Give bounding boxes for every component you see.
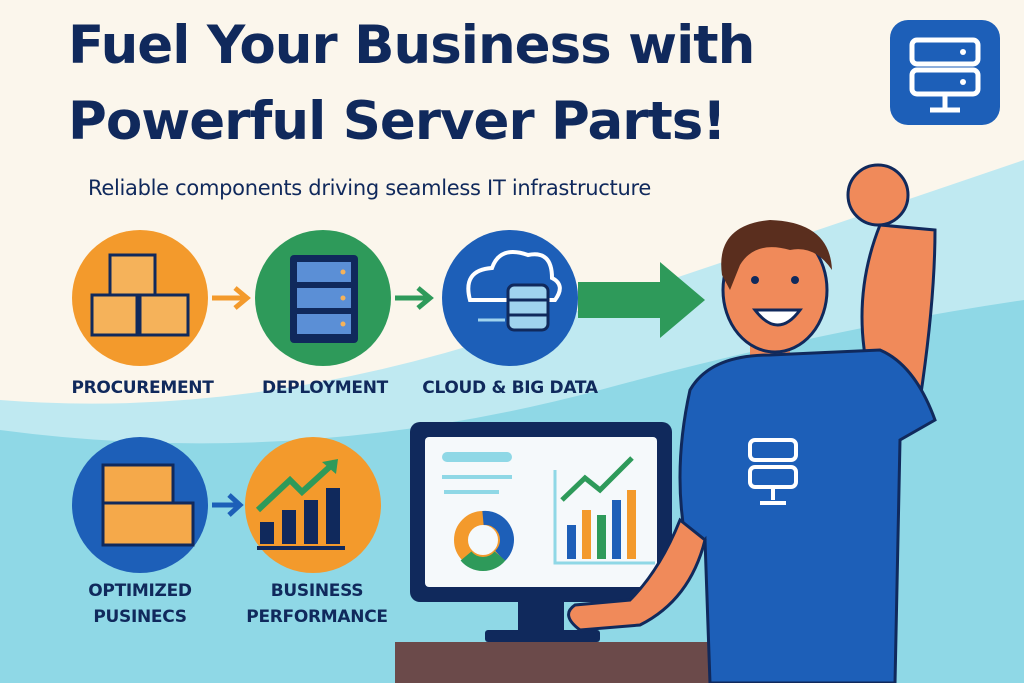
arrow-icon	[212, 286, 251, 310]
page-title: Fuel Your Business with Powerful Server …	[68, 8, 755, 160]
label-business-performance: BUSINESS PERFORMANCE	[232, 578, 402, 630]
label-line: BUSINESS	[270, 581, 364, 601]
label-procurement: PROCUREMENT	[71, 378, 214, 398]
label-line: PUSINECS	[93, 607, 187, 627]
procurement-boxes-icon	[72, 230, 208, 366]
cheering-person	[567, 163, 937, 683]
label-line: OPTIMIZED	[88, 581, 192, 601]
optimized-boxes-icon	[72, 437, 208, 573]
headline-line-1: Fuel Your Business with	[68, 15, 755, 76]
arrow-icon	[212, 493, 244, 517]
server-logo-icon	[890, 20, 1000, 125]
big-green-arrow-icon	[578, 262, 705, 338]
label-line: PERFORMANCE	[246, 607, 388, 627]
deployment-server-rack-icon	[255, 230, 391, 366]
monitor-dashboard	[410, 422, 672, 642]
desk	[395, 642, 725, 683]
label-cloud-big-data: CLOUD & BIG DATA	[422, 378, 598, 398]
label-optimized-business: OPTIMIZED PUSINECS	[60, 578, 220, 630]
headline-line-2: Powerful Server Parts!	[68, 91, 726, 152]
label-deployment: DEPLOYMENT	[262, 378, 388, 398]
subtitle: Reliable components driving seamless IT …	[88, 176, 651, 200]
growth-chart-icon	[245, 437, 381, 573]
arrow-icon	[395, 286, 434, 310]
cloud-database-icon	[442, 230, 578, 366]
